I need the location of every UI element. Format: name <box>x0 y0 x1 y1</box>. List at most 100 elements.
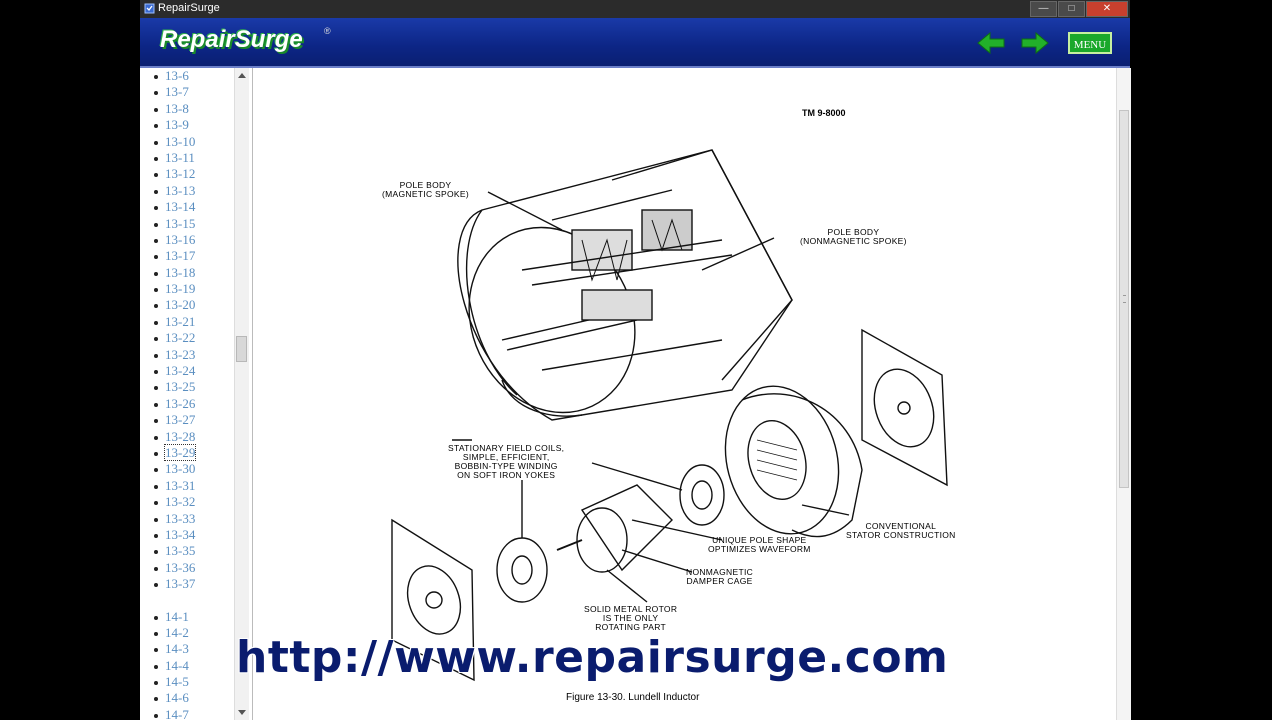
toc-link-13-9[interactable]: 13-9 <box>154 117 195 133</box>
stator-illustration <box>724 385 863 538</box>
toc-link-label: 13-32 <box>165 494 196 510</box>
toc-link-label: 13-31 <box>165 477 196 493</box>
toc-link-13-37[interactable]: 13-37 <box>154 576 195 592</box>
arrow-right-icon[interactable] <box>1020 31 1050 55</box>
toc-link-13-25[interactable]: 13-25 <box>154 379 195 395</box>
minimize-button[interactable]: — <box>1030 1 1057 17</box>
toc-link-label: 14-2 <box>165 624 189 640</box>
toc-link-label: 13-16 <box>165 231 196 247</box>
toc-link-13-17[interactable]: 13-17 <box>154 248 195 264</box>
toc-link-label: 13-25 <box>165 379 196 395</box>
toc-link-label: 14-7 <box>165 706 189 720</box>
toc-link-label: 13-10 <box>165 133 196 149</box>
toc-link-13-19[interactable]: 13-19 <box>154 281 195 297</box>
toc-link-label: 13-28 <box>165 428 196 444</box>
toc-link-14-1[interactable]: 14-1 <box>154 609 195 625</box>
toc-link-13-35[interactable]: 13-35 <box>154 543 195 559</box>
registered-mark: ® <box>324 26 331 36</box>
toc-link-14-5[interactable]: 14-5 <box>154 674 195 690</box>
toc-link-13-15[interactable]: 13-15 <box>154 216 195 232</box>
toc-link-13-6[interactable]: 13-6 <box>154 68 195 84</box>
end-plate-left-illustration <box>391 518 475 682</box>
toc-link-14-6[interactable]: 14-6 <box>154 690 195 706</box>
toc-link-13-30[interactable]: 13-30 <box>154 461 195 477</box>
toc-link-13-10[interactable]: 13-10 <box>154 134 195 150</box>
sidebar-scroll-thumb[interactable] <box>236 336 247 362</box>
toc-link-13-16[interactable]: 13-16 <box>154 232 195 248</box>
toc-link-label: 13-9 <box>165 117 189 133</box>
document-scrollbar[interactable] <box>1116 68 1131 720</box>
toc-link-13-26[interactable]: 13-26 <box>154 396 195 412</box>
toc-link-label: 13-22 <box>165 330 196 346</box>
toc-link-label: 13-33 <box>165 510 196 526</box>
repairsurge-logo: RepairSurge <box>160 26 303 53</box>
toc-link-label: 13-18 <box>165 264 196 280</box>
scroll-up-icon[interactable] <box>238 73 246 78</box>
toc-link-13-7[interactable]: 13-7 <box>154 84 195 100</box>
toc-link-13-28[interactable]: 13-28 <box>154 429 195 445</box>
toc-link-13-11[interactable]: 13-11 <box>154 150 195 166</box>
toc-link-label: 13-6 <box>165 68 189 83</box>
toc-link-label: 13-36 <box>165 559 196 575</box>
toc-link-13-29[interactable]: 13-29 <box>154 443 197 461</box>
toc-link-label: 13-35 <box>165 543 196 559</box>
toc-link-13-13[interactable]: 13-13 <box>154 183 195 199</box>
close-button[interactable]: ✕ <box>1086 1 1128 17</box>
scroll-down-icon[interactable] <box>238 710 246 715</box>
document-scroll-thumb[interactable] <box>1119 110 1129 488</box>
toc-link-13-8[interactable]: 13-8 <box>154 101 195 117</box>
toc-link-label: 13-20 <box>165 297 196 313</box>
maximize-button[interactable]: □ <box>1058 1 1085 17</box>
lundell-inductor-diagram <box>391 149 948 682</box>
toc-link-label: 13-15 <box>165 215 196 231</box>
toc-link-label: 13-27 <box>165 412 196 428</box>
watermark-url: http://www.repairsurge.com <box>236 632 949 683</box>
toc-link-label: 13-30 <box>165 461 196 477</box>
toc-link-13-36[interactable]: 13-36 <box>154 560 195 576</box>
toc-link-13-12[interactable]: 13-12 <box>154 166 195 182</box>
toc-link-13-31[interactable]: 13-31 <box>154 478 195 494</box>
label-solid-rotor: SOLID METAL ROTOR IS THE ONLY ROTATING P… <box>584 604 678 632</box>
toc-link-13-32[interactable]: 13-32 <box>154 494 195 510</box>
app-header: RepairSurge ® MENU <box>140 18 1130 68</box>
toc-link-13-24[interactable]: 13-24 <box>154 363 195 379</box>
toc-link-13-18[interactable]: 13-18 <box>154 265 195 281</box>
figure-caption: Figure 13-30. Lundell Inductor <box>566 692 700 703</box>
toc-link-label: 13-8 <box>165 100 189 116</box>
toc-link-label: 14-3 <box>165 641 189 657</box>
label-stator: CONVENTIONAL STATOR CONSTRUCTION <box>846 521 956 540</box>
sidebar-scrollbar[interactable] <box>234 68 249 720</box>
label-pole-body-nonmagnetic: POLE BODY (NONMAGNETIC SPOKE) <box>800 227 907 246</box>
toc-link-13-22[interactable]: 13-22 <box>154 330 195 346</box>
menu-button[interactable]: MENU <box>1068 32 1112 54</box>
toc-link-label: 13-13 <box>165 182 196 198</box>
label-pole-shape: UNIQUE POLE SHAPE OPTIMIZES WAVEFORM <box>708 535 811 554</box>
toc-link-14-4[interactable]: 14-4 <box>154 658 195 674</box>
toc-link-13-23[interactable]: 13-23 <box>154 347 195 363</box>
toc-link-label: 13-11 <box>165 149 195 165</box>
toc-link-13-20[interactable]: 13-20 <box>154 297 195 313</box>
toc-link-label: 13-26 <box>165 395 196 411</box>
toc-link-14-3[interactable]: 14-3 <box>154 641 195 657</box>
toc-link-13-27[interactable]: 13-27 <box>154 412 195 428</box>
toc-link-13-33[interactable]: 13-33 <box>154 511 195 527</box>
toc-link-13-34[interactable]: 13-34 <box>154 527 195 543</box>
toc-link-label: 13-14 <box>165 199 196 215</box>
toc-link-label: 13-37 <box>165 576 196 592</box>
toc-link-14-7[interactable]: 14-7 <box>154 707 195 720</box>
toc-link-14-2[interactable]: 14-2 <box>154 625 195 641</box>
toc-link-13-14[interactable]: 13-14 <box>154 199 195 215</box>
field-coil-illustration <box>496 537 548 603</box>
toc-link-label: 13-34 <box>165 526 196 542</box>
label-field-coils: STATIONARY FIELD COILS, SIMPLE, EFFICIEN… <box>448 443 565 480</box>
window-title: RepairSurge <box>158 2 220 14</box>
label-pole-body-magnetic: POLE BODY (MAGNETIC SPOKE) <box>382 180 469 199</box>
toc-link-label: 14-4 <box>165 657 189 673</box>
toc-link-13-21[interactable]: 13-21 <box>154 314 195 330</box>
arrow-left-icon[interactable] <box>976 31 1006 55</box>
label-damper-cage: NONMAGNETIC DAMPER CAGE <box>686 567 754 586</box>
app-icon <box>144 3 155 14</box>
toc-spacer <box>154 593 195 609</box>
